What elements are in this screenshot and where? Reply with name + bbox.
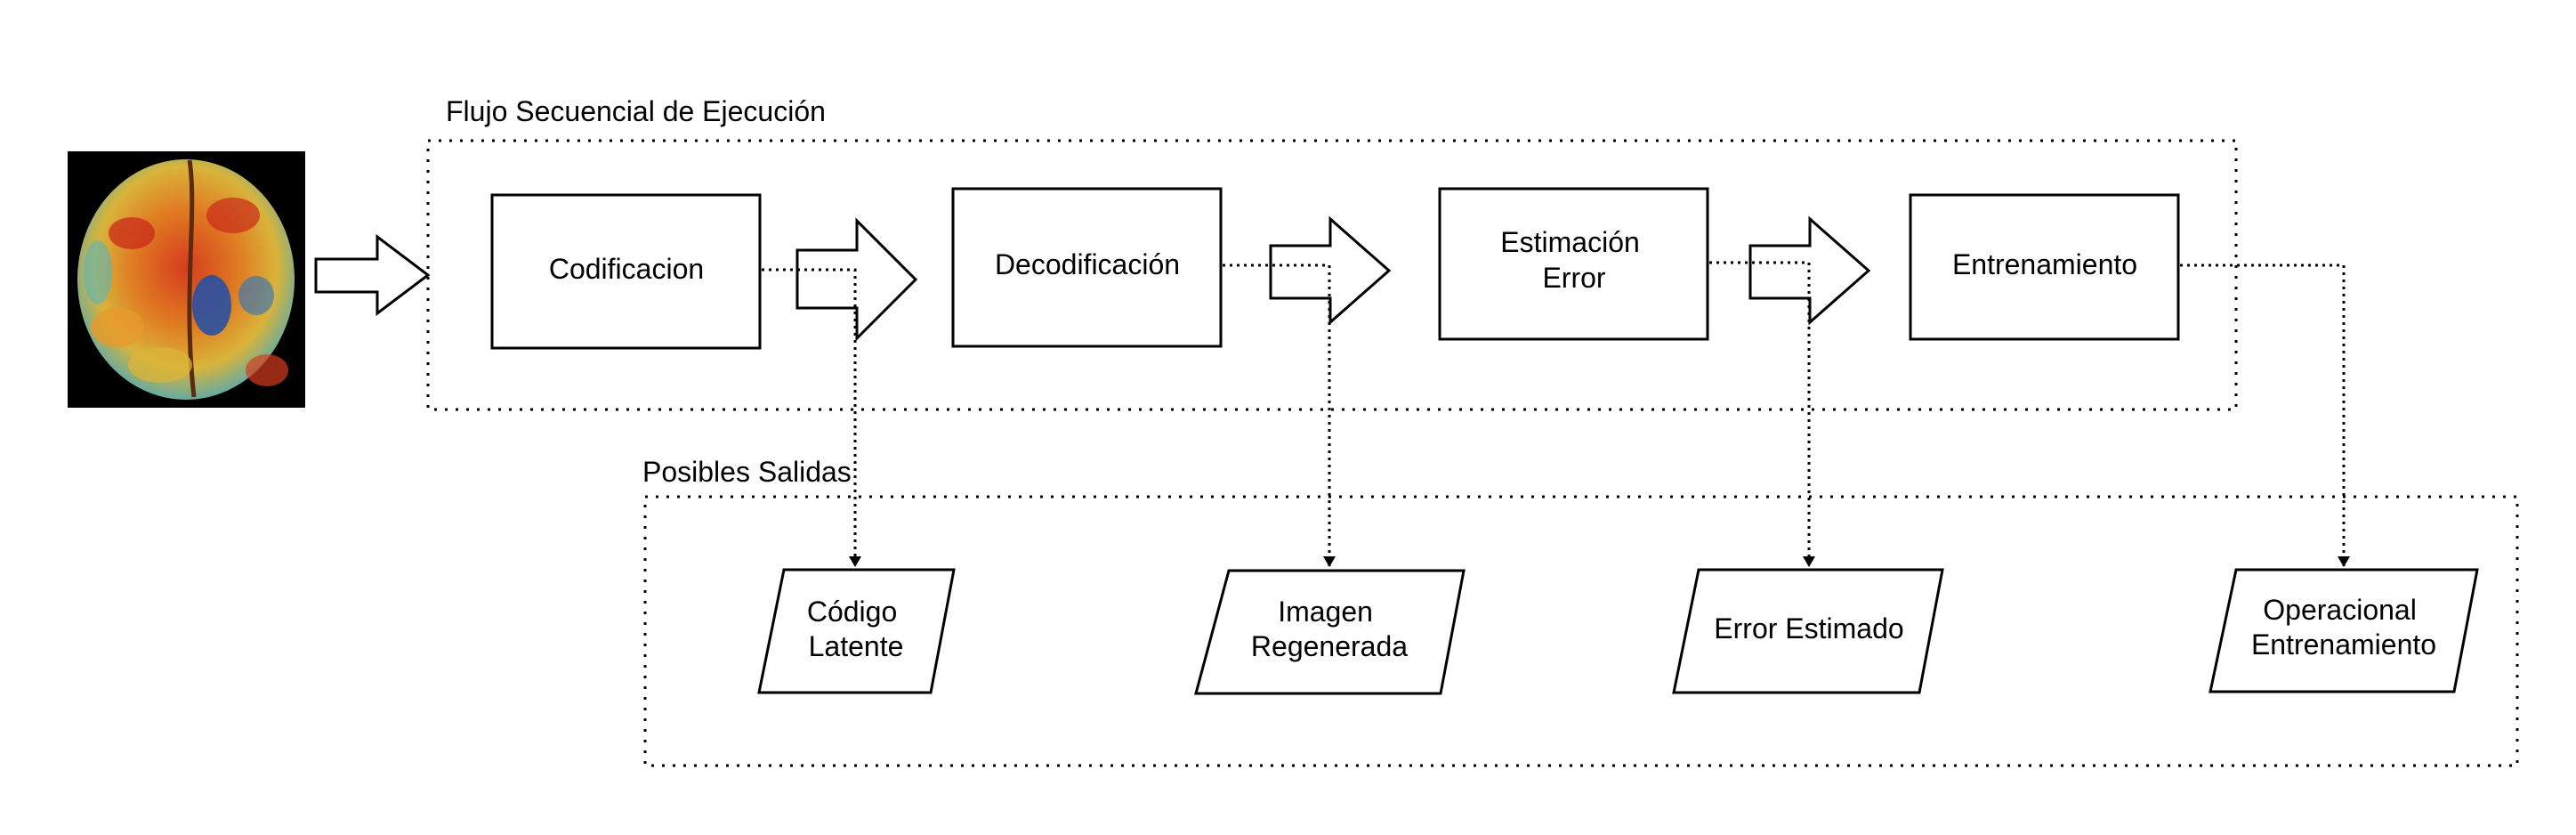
input-image — [68, 151, 305, 408]
possible-outputs-group — [643, 495, 2519, 767]
output-label: Operacional Entrenamiento — [2251, 594, 2436, 661]
process-step-label: Estimación Error — [1500, 226, 1647, 294]
process-step-label: Decodificación — [995, 248, 1180, 280]
connector-codificacion-to-codigo-latente — [762, 268, 861, 567]
output-label: Imagen Regenerada — [1251, 596, 1408, 662]
output-codigo-latente: Código Latente — [757, 568, 956, 694]
possible-outputs-title: Posibles Salidas — [642, 456, 852, 488]
brain-scan-icon — [77, 159, 295, 400]
output-error-estimado: Error Estimado — [1672, 568, 1944, 694]
connector-entrenamiento-to-operacional — [2180, 263, 2350, 567]
process-step-decodificacion: Decodificación — [951, 187, 1223, 348]
input-block-arrow — [314, 233, 431, 317]
output-label: Código Latente — [807, 596, 905, 662]
sequential-flow-title: Flujo Secuencial de Ejecución — [446, 95, 826, 127]
process-step-label: Entrenamiento — [1952, 248, 2137, 280]
connector-decodificacion-to-imagen-regenerada — [1223, 263, 1336, 567]
process-step-label: Codificacion — [549, 253, 704, 285]
block-arrow-1 — [795, 217, 918, 342]
process-step-codificacion: Codificacion — [490, 193, 762, 350]
block-arrow-2 — [1269, 215, 1392, 326]
output-operacional-entrenamiento: Operacional Entrenamiento — [2209, 568, 2479, 693]
process-step-estimacion-error: Estimación Error — [1438, 187, 1709, 341]
process-step-entrenamiento: Entrenamiento — [1909, 193, 2180, 341]
sequential-flow-group — [426, 139, 2238, 411]
output-label: Error Estimado — [1714, 612, 1903, 644]
connector-estimacion-to-error-estimado — [1709, 261, 1815, 567]
output-imagen-regenerada: Imagen Regenerada — [1194, 569, 1466, 695]
